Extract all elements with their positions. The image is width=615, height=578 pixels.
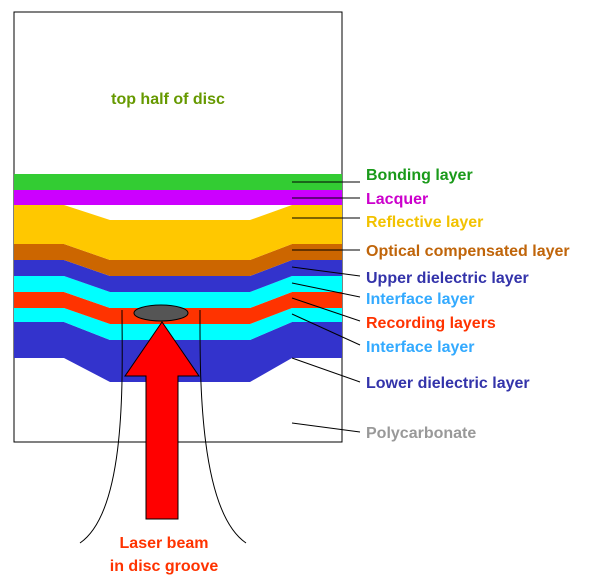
label-lower-dielectric-layer: Lower dielectric layer — [366, 375, 530, 392]
label-optical-compensated-layer: Optical compensated layer — [366, 243, 570, 260]
leader-interface-lower — [291, 313, 361, 346]
leader-polycarbonate — [291, 422, 361, 433]
top-half-label: top half of disc — [111, 91, 225, 108]
label-interface-layer-upper: Interface layer — [366, 291, 475, 308]
reflective-layer-band — [14, 205, 342, 260]
laser-caption-line1: Laser beam — [120, 535, 209, 552]
leader-interface-upper — [291, 282, 361, 298]
bonding-layer-band — [14, 174, 342, 190]
label-reflective-layer: Reflective layer — [366, 214, 483, 231]
laser-spot — [133, 304, 189, 322]
beam-curve-right — [199, 309, 247, 544]
label-bonding-layer: Bonding layer — [366, 167, 473, 184]
label-interface-layer-lower: Interface layer — [366, 339, 475, 356]
label-polycarbonate: Polycarbonate — [366, 425, 476, 442]
label-lacquer: Lacquer — [366, 191, 428, 208]
lacquer-layer-band — [14, 190, 342, 205]
leader-lower-dielectric — [291, 357, 361, 383]
leader-upper-dielectric — [291, 266, 361, 277]
label-upper-dielectric-layer: Upper dielectric layer — [366, 270, 529, 287]
leader-recording — [291, 297, 361, 322]
beam-curve-left — [79, 309, 123, 544]
label-recording-layers: Recording layers — [366, 315, 496, 332]
laser-caption-line2: in disc groove — [110, 558, 219, 575]
laser-arrow — [124, 321, 200, 520]
